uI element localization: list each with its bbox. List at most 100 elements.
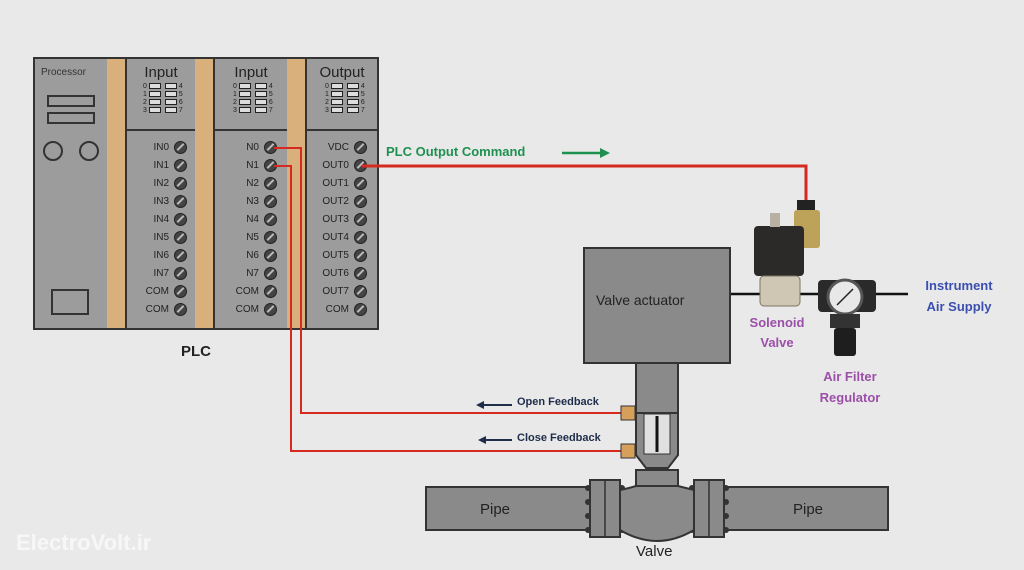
solenoid-valve-label-line-2: Valve: [760, 335, 794, 350]
terminal-screw-icon[interactable]: [354, 230, 367, 244]
terminal-label: OUT1: [322, 177, 349, 189]
valve-bonnet: [635, 469, 679, 487]
terminal-screw-icon[interactable]: [354, 302, 367, 316]
input-module-1-title: Input: [144, 64, 178, 81]
air-filter-label-line-2: Regulator: [819, 390, 881, 405]
terminal-row: N2: [246, 174, 277, 192]
terminal-row: IN1: [153, 156, 187, 174]
terminal-row: N3: [246, 192, 277, 210]
open-feedback-label: Open Feedback: [517, 396, 599, 408]
terminal-screw-icon[interactable]: [354, 176, 367, 190]
terminal-row: COM: [236, 282, 277, 300]
rack-rail-1: [107, 57, 127, 330]
air-filter-regulator-icon: [818, 278, 876, 356]
terminal-label: COM: [145, 303, 169, 315]
output-module-divider: [307, 129, 377, 131]
terminal-row: OUT5: [322, 246, 367, 264]
terminal-screw-icon[interactable]: [174, 140, 187, 154]
terminal-label: IN1: [153, 159, 169, 171]
terminal-row: N6: [246, 246, 277, 264]
terminal-label: IN2: [153, 177, 169, 189]
terminal-screw-icon[interactable]: [264, 302, 277, 316]
instrument-air-label-line-2: Air Supply: [926, 299, 992, 314]
input-module-2-title: Input: [234, 64, 268, 81]
terminal-label: IN0: [153, 141, 169, 153]
terminal-label: IN3: [153, 195, 169, 207]
terminal-screw-icon[interactable]: [174, 176, 187, 190]
processor-module: Processor: [33, 57, 109, 330]
terminal-row: OUT4: [322, 228, 367, 246]
terminal-screw-icon[interactable]: [354, 140, 367, 154]
close-feedback-arrow-icon: [478, 436, 512, 444]
terminal-row: COM: [326, 300, 367, 318]
instrument-air-supply-label: Instrument Air Supply: [912, 275, 1006, 317]
terminal-label: N0: [246, 141, 259, 153]
terminal-screw-icon[interactable]: [174, 302, 187, 316]
processor-title: Processor: [41, 67, 87, 78]
terminal-label: COM: [235, 303, 259, 315]
terminal-label: IN4: [153, 213, 169, 225]
terminal-row: COM: [146, 282, 187, 300]
ethernet-port-icon: [51, 289, 89, 315]
terminal-row: IN3: [153, 192, 187, 210]
terminal-label: VDC: [327, 141, 349, 153]
terminal-row: OUT3: [322, 210, 367, 228]
processor-slot-1: [47, 95, 95, 107]
terminal-label: N7: [246, 267, 259, 279]
terminal-screw-icon[interactable]: [264, 212, 277, 226]
terminal-screw-icon[interactable]: [174, 212, 187, 226]
terminal-label: COM: [145, 285, 169, 297]
terminal-screw-icon[interactable]: [174, 158, 187, 172]
terminal-screw-icon[interactable]: [354, 248, 367, 262]
terminal-label: IN5: [153, 231, 169, 243]
terminal-screw-icon[interactable]: [174, 266, 187, 280]
solenoid-valve-icon: [754, 200, 820, 307]
input-module-2-divider: [215, 129, 287, 131]
terminal-row: IN2: [153, 174, 187, 192]
terminal-screw-icon[interactable]: [354, 194, 367, 208]
terminal-label: OUT2: [322, 195, 349, 207]
terminal-screw-icon[interactable]: [354, 284, 367, 298]
terminal-screw-icon[interactable]: [354, 266, 367, 280]
terminal-screw-icon[interactable]: [264, 176, 277, 190]
terminal-label: N2: [246, 177, 259, 189]
terminal-screw-icon[interactable]: [354, 212, 367, 226]
terminal-screw-icon[interactable]: [174, 230, 187, 244]
close-feedback-wire: [274, 165, 624, 452]
terminal-label: OUT4: [322, 231, 349, 243]
terminal-label: N3: [246, 195, 259, 207]
terminal-row: OUT2: [322, 192, 367, 210]
pipe-right-body: [721, 486, 889, 531]
terminal-label: OUT3: [322, 213, 349, 225]
terminal-screw-icon[interactable]: [174, 248, 187, 262]
close-feedback-label: Close Feedback: [517, 432, 601, 444]
valve-actuator-box: [583, 247, 731, 364]
terminal-screw-icon[interactable]: [264, 284, 277, 298]
terminal-label: COM: [325, 303, 349, 315]
valve-actuator-label: Valve actuator: [596, 292, 685, 308]
terminal-label: N1: [246, 159, 259, 171]
terminal-screw-icon[interactable]: [264, 230, 277, 244]
terminal-row: N4: [246, 210, 277, 228]
terminal-screw-icon[interactable]: [174, 284, 187, 298]
pipe-right-label: Pipe: [793, 501, 824, 518]
processor-slot-2: [47, 112, 95, 124]
air-filter-regulator-label: Air Filter Regulator: [810, 366, 890, 408]
terminal-screw-icon[interactable]: [174, 194, 187, 208]
terminal-row: IN4: [153, 210, 187, 228]
terminal-screw-icon[interactable]: [264, 248, 277, 262]
terminal-screw-icon[interactable]: [264, 266, 277, 280]
terminal-screw-icon[interactable]: [264, 194, 277, 208]
command-arrow-icon: [562, 148, 610, 158]
actuator-stem: [635, 362, 679, 414]
terminal-row: N7: [246, 264, 277, 282]
processor-indicator-2: [79, 141, 99, 161]
plc-output-command-label: PLC Output Command: [386, 144, 526, 159]
plc-label: PLC: [181, 343, 211, 360]
terminal-label: N4: [246, 213, 259, 225]
